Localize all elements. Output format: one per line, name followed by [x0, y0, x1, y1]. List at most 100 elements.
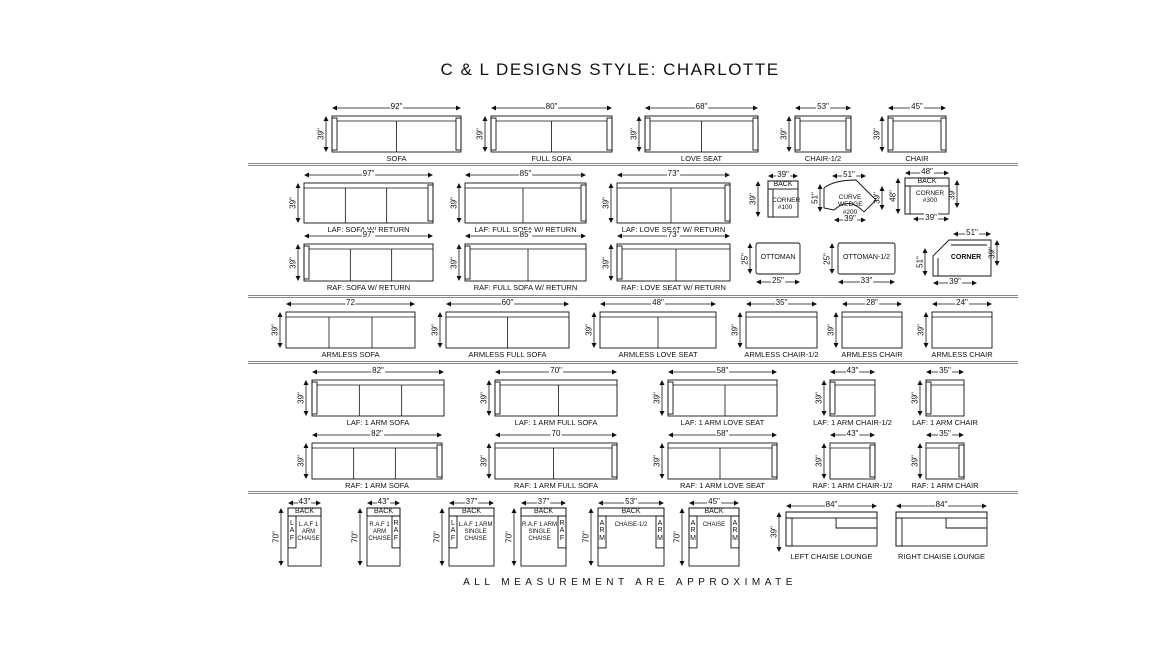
chaise-back — [597, 507, 665, 517]
angled-corner-backs — [937, 244, 987, 276]
lounge-outline — [895, 511, 988, 547]
width-label: 37" — [536, 497, 551, 506]
left-arm — [616, 245, 623, 280]
back-label: BACK — [621, 508, 641, 515]
chaise-back — [448, 507, 495, 517]
piece-caption: SOFA — [386, 154, 407, 163]
arm-text: A R M — [657, 520, 663, 542]
right-arm — [958, 444, 965, 478]
back-label: BACK — [461, 508, 482, 515]
width-label: 82" — [370, 429, 384, 438]
wedge-outline — [823, 179, 877, 213]
section-divider — [248, 163, 1018, 166]
chaise-name: CHAISE-1/2 — [614, 522, 648, 528]
chaise-back — [688, 507, 740, 517]
piece-caption: ARMLESS SOFA — [321, 350, 380, 359]
right-arm — [724, 184, 731, 222]
width-label: 24" — [955, 298, 969, 307]
lounge-back — [785, 511, 878, 519]
width-label: 45" — [910, 102, 924, 111]
width-label: 48" — [651, 298, 665, 307]
arm-text: R A F — [393, 520, 399, 542]
width-label: 43" — [845, 366, 860, 375]
chaise-back — [287, 507, 322, 517]
piece-caption: ARMLESS FULL SOFA — [468, 350, 547, 359]
right-arm — [869, 444, 876, 478]
right-arm — [845, 117, 852, 151]
piece-caption: RAF: 1 ARM FULL SOFA — [514, 481, 598, 490]
left-arm — [490, 117, 497, 151]
width-label: 85" — [518, 169, 533, 178]
depth-arrowheads — [295, 183, 301, 223]
right-arm — [730, 515, 740, 549]
left-arm — [644, 117, 651, 151]
left-arm — [448, 515, 458, 549]
left-arm — [794, 117, 801, 151]
depth-arrowheads — [608, 183, 614, 223]
piece-caption: LAF: 1 ARM CHAIR — [912, 418, 978, 427]
width-label: 58" — [715, 429, 730, 438]
width-label: 43" — [376, 497, 391, 506]
width-label: 73" — [666, 230, 681, 239]
width-label: 70 — [550, 429, 562, 438]
width-arrowheads — [756, 279, 800, 285]
piece-caption: RAF: SOFA W/ RETURN — [326, 283, 411, 292]
piece-caption: LAF: 1 ARM FULL SOFA — [514, 418, 598, 427]
sofa-outline — [745, 311, 818, 349]
left-arm — [597, 515, 607, 549]
back-label: BACK — [917, 178, 937, 185]
width-label: 45" — [707, 497, 721, 506]
section-divider — [248, 361, 1018, 364]
piece-caption: FULL SOFA — [531, 154, 572, 163]
piece-caption: RAF: LOVE SEAT W/ RETURN — [621, 283, 726, 292]
corner-name: CORNER — [950, 254, 982, 261]
chaise-name: L.A.F 1 ARM SINGLE CHAISE — [458, 522, 493, 542]
piece-caption: ARMLESS LOVE SEAT — [618, 350, 698, 359]
width-label: 35" — [774, 298, 789, 307]
right-arm — [771, 444, 778, 478]
width-label: 33" — [859, 276, 874, 285]
piece-caption: RIGHT CHAISE LOUNGE — [898, 552, 985, 561]
sofa-outline — [931, 311, 993, 349]
lounge-arm — [895, 517, 903, 547]
right-arm — [655, 515, 665, 549]
right-arm — [940, 117, 947, 151]
width-label: 35" — [938, 429, 952, 438]
piece-caption: RAF: 1 ARM LOVE SEAT — [680, 481, 765, 490]
width-label: 28" — [865, 298, 879, 307]
right-arm — [752, 117, 759, 151]
lounge-chaise-cut — [835, 518, 877, 529]
right-arm — [606, 117, 613, 151]
corner300-back — [904, 177, 950, 187]
width-label: 85" — [518, 230, 533, 239]
right-arm — [436, 444, 443, 478]
section-divider — [248, 295, 1018, 298]
ottoman-outline — [837, 242, 896, 275]
left-arm — [287, 515, 297, 549]
left-arm — [311, 381, 318, 415]
chaise-name: CHAISE — [702, 522, 726, 528]
width-label: 84" — [824, 500, 839, 509]
piece-caption: RAF: FULL SOFA W/ RETURN — [473, 283, 578, 292]
corner300-side — [904, 185, 911, 215]
piece-caption: LEFT CHAISE LOUNGE — [790, 552, 873, 561]
back-label: BACK — [294, 508, 315, 515]
piece-caption: LAF: 1 ARM SOFA — [346, 418, 410, 427]
width-label: 60" — [500, 298, 515, 307]
left-arm — [331, 117, 338, 151]
sheet-footer: ALL MEASUREMENT ARE APPROXIMATE — [463, 577, 797, 588]
arm-text: A R M — [599, 520, 605, 542]
lounge-chaise-cut — [945, 518, 987, 529]
chaise-name: R.A.F 1 ARM SINGLE CHAISE — [521, 522, 557, 542]
right-arm — [455, 117, 462, 151]
piece-caption: ARMLESS CHAIR — [841, 350, 903, 359]
right-arm — [580, 184, 587, 222]
